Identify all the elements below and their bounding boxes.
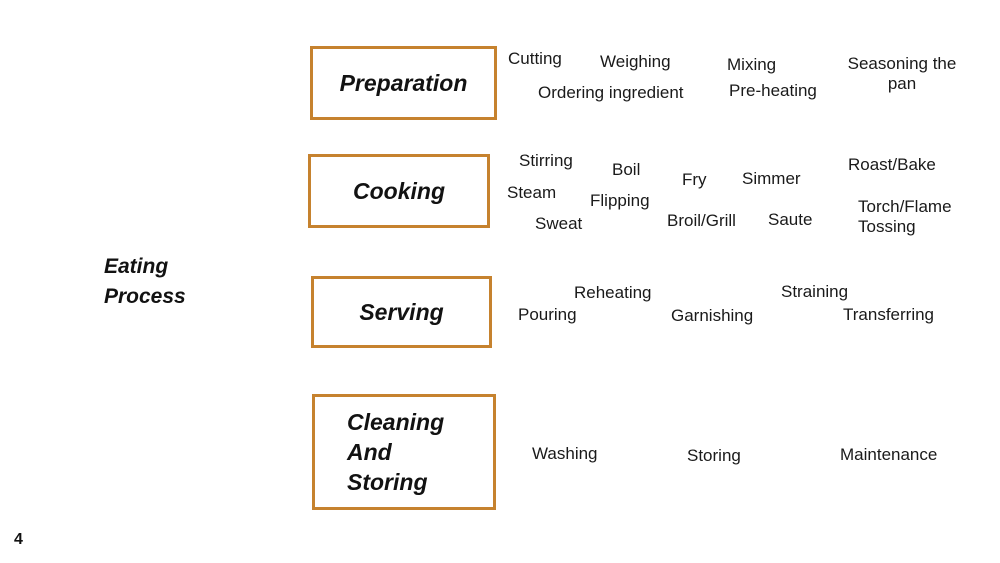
stage-box-serving: Serving: [311, 276, 492, 348]
activity-mixing: Mixing: [727, 55, 777, 74]
activity-stirring: Stirring: [519, 151, 573, 170]
stage-label-cooking: Cooking: [353, 177, 445, 204]
activity-pre-heating: Pre-heating: [729, 81, 817, 100]
process-title: Eating Process: [104, 252, 186, 312]
activity-reheating: Reheating: [574, 283, 652, 302]
activity-garnishing: Garnishing: [671, 306, 754, 325]
activity-broil-grill: Broil/Grill: [667, 211, 736, 230]
activity-storing: Storing: [687, 446, 741, 465]
page-number: 4: [14, 531, 23, 548]
activity-steam: Steam: [507, 183, 557, 202]
stage-label-serving: Serving: [359, 298, 444, 325]
activity-ordering-ingredient: Ordering ingredient: [538, 83, 684, 102]
activity-boil: Boil: [612, 160, 641, 179]
activity-simmer: Simmer: [742, 169, 801, 188]
activity-torch-flame-tossing: Torch/Flame Tossing: [858, 197, 952, 236]
activity-pouring: Pouring: [518, 305, 577, 324]
activity-cutting: Cutting: [508, 49, 562, 68]
activity-sweat: Sweat: [535, 214, 583, 233]
activity-roast-bake: Roast/Bake: [848, 155, 936, 174]
stage-label-cleaning-and-storing: Cleaning And Storing: [347, 409, 445, 495]
stage-box-preparation: Preparation: [310, 46, 497, 120]
activity-fry: Fry: [682, 170, 707, 189]
activity-maintenance: Maintenance: [840, 445, 938, 464]
stage-label-preparation: Preparation: [339, 69, 468, 96]
activity-seasoning-the-pan: Seasoning the pan: [847, 54, 957, 93]
process-title-line2: Process: [104, 285, 186, 308]
activity-washing: Washing: [532, 444, 598, 463]
stage-box-cleaning-and-storing: Cleaning And Storing: [312, 394, 496, 510]
activity-transferring: Transferring: [843, 305, 935, 324]
process-title-line1: Eating: [104, 255, 169, 278]
stage-box-cooking: Cooking: [308, 154, 490, 228]
activity-saute: Saute: [768, 210, 813, 229]
activity-straining: Straining: [781, 282, 849, 301]
activity-weighing: Weighing: [600, 52, 671, 71]
activity-flipping: Flipping: [590, 191, 650, 210]
